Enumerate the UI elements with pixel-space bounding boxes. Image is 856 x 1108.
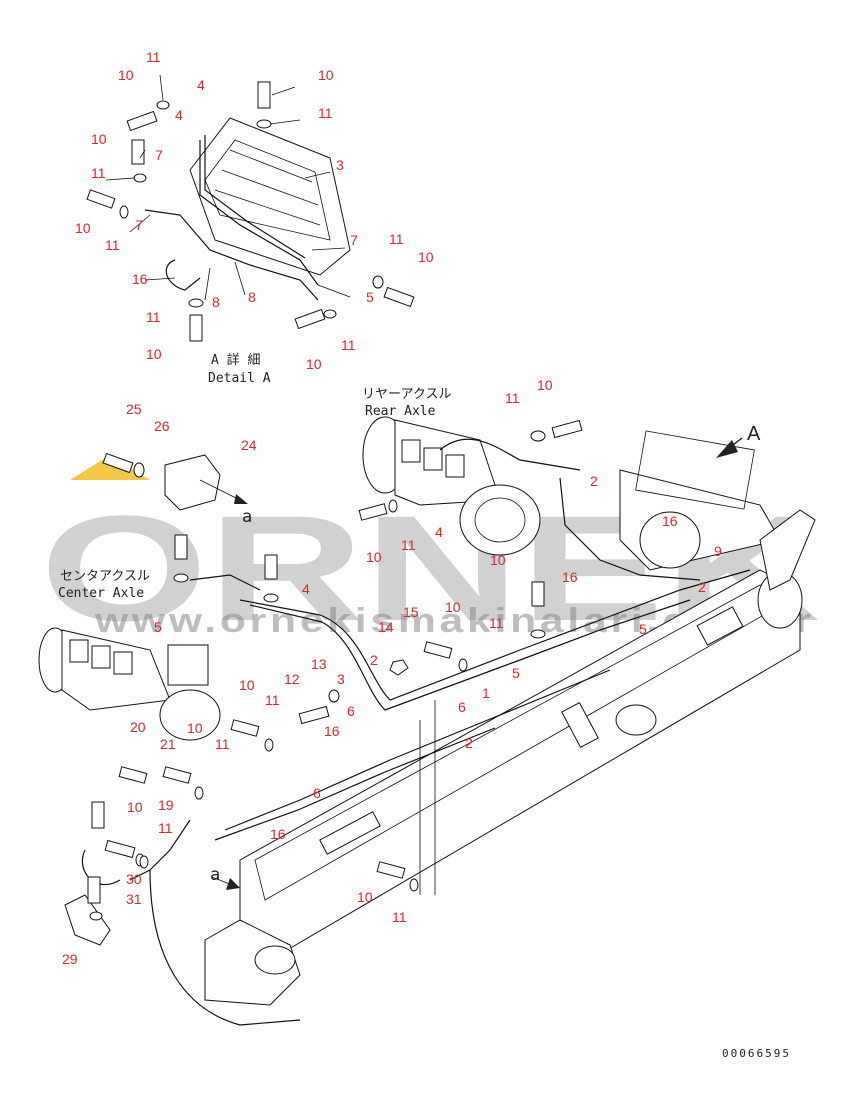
callout-9: 9 <box>714 543 722 559</box>
callout-10: 10 <box>306 356 322 372</box>
center-axle-drawing <box>38 627 221 741</box>
callout-11: 11 <box>158 820 173 836</box>
callout-2: 2 <box>465 735 473 751</box>
callout-1: 1 <box>482 685 490 701</box>
callout-10: 10 <box>75 220 91 236</box>
callout-10: 10 <box>418 249 434 265</box>
callout-11: 11 <box>505 390 520 406</box>
view-a-small-label: a <box>242 507 252 527</box>
callout-3: 3 <box>337 671 345 687</box>
rear-axle-drawing <box>362 416 701 581</box>
view-a-label: A <box>747 423 761 445</box>
callout-3: 3 <box>336 157 344 173</box>
callout-11: 11 <box>389 231 404 247</box>
callout-16: 16 <box>324 723 340 739</box>
callout-11: 11 <box>91 165 106 181</box>
view-a-arrow <box>716 437 743 458</box>
callout-5: 5 <box>154 619 162 635</box>
center-axle-caption-en: Center Axle <box>58 586 144 601</box>
tube-routing <box>81 569 751 886</box>
callout-10: 10 <box>366 549 382 565</box>
callout-15: 15 <box>403 604 419 620</box>
callout-10: 10 <box>318 67 334 83</box>
callout-7: 7 <box>135 217 143 233</box>
callout-10: 10 <box>127 799 143 815</box>
callout-24: 24 <box>241 437 257 453</box>
callout-10: 10 <box>146 346 162 362</box>
callout-10: 10 <box>118 67 134 83</box>
rear-axle-caption-jp: リヤーアクスル <box>362 387 451 402</box>
rear-axle-caption-en: Rear Axle <box>365 404 436 419</box>
callout-16: 16 <box>270 826 286 842</box>
bracket-29-drawing <box>64 766 192 946</box>
callout-11: 11 <box>265 692 280 708</box>
callout-11: 11 <box>318 105 333 121</box>
callout-10: 10 <box>490 552 506 568</box>
callout-10: 10 <box>187 720 203 736</box>
view-a-small-arrow <box>211 876 240 890</box>
callout-7: 7 <box>350 232 358 248</box>
detail-a-caption-en: Detail A <box>208 371 271 386</box>
callout-11: 11 <box>392 909 407 925</box>
callout-2: 2 <box>698 579 706 595</box>
callout-14: 14 <box>378 619 394 635</box>
hardware-washers <box>139 430 546 892</box>
callout-4: 4 <box>175 107 183 123</box>
callout-5: 5 <box>366 289 374 305</box>
callout-8: 8 <box>248 289 256 305</box>
callout-6: 6 <box>347 703 355 719</box>
callout-29: 29 <box>62 951 78 967</box>
callout-11: 11 <box>489 615 504 631</box>
callout-26: 26 <box>154 418 170 434</box>
callout-4: 4 <box>302 581 310 597</box>
callout-16: 16 <box>662 513 678 529</box>
callout-6: 6 <box>458 699 466 715</box>
callout-16: 16 <box>562 569 578 585</box>
callout-11: 11 <box>105 237 120 253</box>
callout-4: 4 <box>197 77 205 93</box>
callout-13: 13 <box>311 656 327 672</box>
callout-10: 10 <box>357 889 373 905</box>
callout-8: 8 <box>212 294 220 310</box>
callout-5: 5 <box>512 665 520 681</box>
detail-a-caption-jp: A 詳 細 <box>211 352 260 368</box>
detail-a-drawing <box>86 74 415 342</box>
view-a-small-label-2: a <box>210 865 220 885</box>
callout-10: 10 <box>445 599 461 615</box>
callout-30: 30 <box>126 871 142 887</box>
callout-25: 25 <box>126 401 142 417</box>
hardware-bolts <box>174 419 583 879</box>
callout-11: 11 <box>401 537 416 553</box>
callout-7: 7 <box>155 147 163 163</box>
callout-19: 19 <box>158 797 174 813</box>
bracket-24-drawing <box>102 452 248 511</box>
callout-5: 5 <box>639 621 647 637</box>
callout-16: 16 <box>132 271 148 287</box>
callout-21: 21 <box>160 736 176 752</box>
callout-12: 12 <box>284 671 300 687</box>
callout-31: 31 <box>126 891 142 907</box>
callout-10: 10 <box>91 131 107 147</box>
callout-2: 2 <box>370 652 378 668</box>
callout-11: 11 <box>215 736 230 752</box>
callout-11: 11 <box>146 49 161 65</box>
callout-10: 10 <box>239 677 255 693</box>
callout-11: 11 <box>341 337 356 353</box>
watermark-accent-triangle <box>70 455 150 480</box>
callout-4: 4 <box>435 524 443 540</box>
center-axle-caption-jp: センタアクスル <box>60 569 150 584</box>
drawing-code: 00066595 <box>722 1047 791 1060</box>
callout-2: 2 <box>590 473 598 489</box>
callout-10: 10 <box>537 377 553 393</box>
callout-11: 11 <box>146 309 161 325</box>
callout-20: 20 <box>130 719 146 735</box>
callout-6: 6 <box>313 785 321 801</box>
